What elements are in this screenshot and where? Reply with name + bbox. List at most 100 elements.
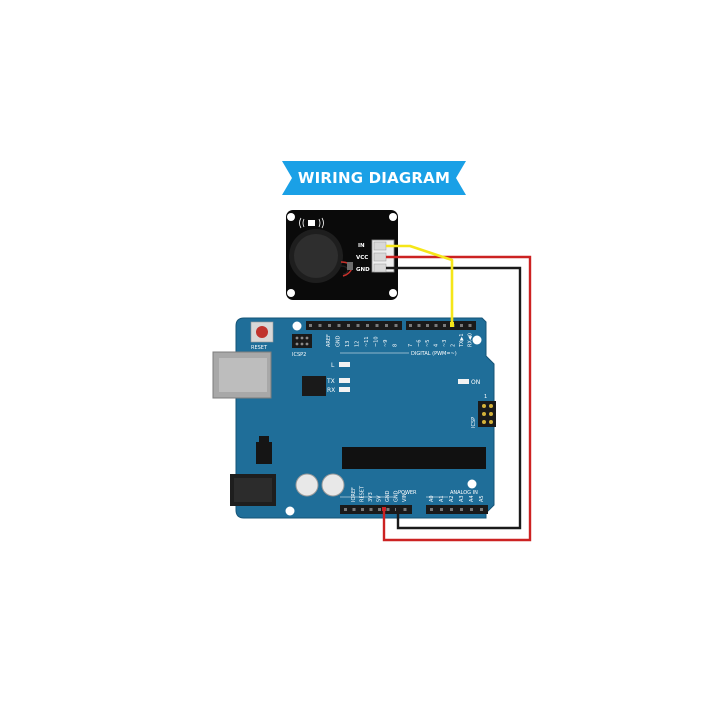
- banner-title: WIRING DIAGRAM: [297, 169, 451, 187]
- digital-header-label: DIGITAL (PWM=~): [411, 351, 457, 357]
- atmega-microcontroller: [342, 447, 486, 469]
- arduino-uno-board: RESET ICSP2 L TX RX ON 1 ICSP DIGITAL (P…: [212, 317, 496, 519]
- digital-pin-label: ~9: [383, 340, 389, 347]
- power-pin: [403, 508, 407, 511]
- icsp-pin1-label: 1: [484, 394, 487, 400]
- digital-pin: [394, 324, 398, 327]
- digital-pin: [318, 324, 322, 327]
- digital-pin-label: RX◀0: [468, 333, 474, 347]
- power-pin: [386, 508, 390, 511]
- vibration-icon: [299, 217, 324, 229]
- title-banner: WIRING DIAGRAM: [282, 161, 466, 195]
- digital-pin: [366, 324, 369, 327]
- mounting-hole: [472, 335, 482, 345]
- wire-end-5v: [382, 507, 386, 511]
- led-tx: [339, 378, 350, 383]
- module-component: [347, 262, 353, 270]
- analog-pin: [430, 508, 433, 511]
- vibration-motor-disk: [294, 234, 338, 278]
- capacitor: [321, 473, 345, 497]
- digital-pin: [434, 324, 438, 327]
- power-pin-label: 3V3: [368, 492, 374, 502]
- digital-pin: [375, 324, 379, 327]
- digital-pin-label: ~11: [364, 336, 370, 347]
- voltage-regulator-tab: [259, 436, 269, 442]
- analog-pin-label: A4: [469, 495, 475, 502]
- module-pin-label-vcc: VCC: [356, 255, 368, 261]
- digital-header-left: [306, 321, 402, 330]
- analog-pin: [440, 508, 443, 511]
- digital-pin: [409, 324, 412, 327]
- usb-connector-inner: [219, 358, 267, 392]
- analog-pin-label: A5: [479, 495, 485, 502]
- led-tx-label: TX: [326, 378, 335, 385]
- voltage-regulator: [256, 442, 272, 464]
- module-pin-label-in: IN: [358, 243, 365, 249]
- digital-pin: [337, 324, 341, 327]
- digital-pin-label: ~5: [425, 340, 431, 347]
- wire-vcc: [382, 255, 532, 542]
- power-pin-label: GND: [394, 490, 400, 502]
- reset-label: RESET: [251, 345, 268, 351]
- led-on: [458, 379, 469, 384]
- digital-pin-label: 2: [451, 344, 457, 347]
- digital-header: [306, 321, 476, 330]
- mounting-hole: [292, 321, 302, 331]
- vibration-motor-module: IN VCC GND: [286, 210, 398, 300]
- digital-pin-label: 7: [408, 344, 414, 347]
- power-pin: [361, 508, 364, 511]
- reset-button-cap[interactable]: [256, 326, 268, 338]
- analog-header-label: ANALOG IN: [450, 490, 478, 496]
- digital-pin: [417, 324, 421, 327]
- digital-pin-label: TX▶1: [459, 333, 465, 348]
- power-pin-label: GND: [385, 490, 391, 502]
- capacitor: [295, 473, 319, 497]
- analog-header: [426, 505, 488, 514]
- analog-pin-label: A3: [459, 495, 465, 502]
- wire-end-d3: [450, 322, 454, 327]
- analog-pin: [450, 508, 453, 511]
- power-pin-label: VIN: [402, 493, 408, 502]
- digital-pin: [347, 324, 350, 327]
- mounting-hole: [467, 479, 477, 489]
- digital-pin-label: ~6: [417, 340, 423, 347]
- dc-power-jack-inner: [234, 478, 272, 502]
- module-mount-hole: [389, 213, 397, 221]
- digital-header-right: [406, 321, 476, 330]
- power-pin-label: 5V: [377, 495, 383, 502]
- led-rx: [339, 387, 350, 392]
- module-mount-hole: [287, 213, 295, 221]
- led-rx-label: RX: [327, 387, 335, 394]
- analog-pin: [470, 508, 473, 511]
- analog-pin-label: A1: [439, 495, 445, 502]
- led-l: [339, 362, 350, 367]
- digital-pin-label: 4: [434, 344, 440, 347]
- power-pin-label: RESET: [360, 485, 366, 502]
- led-on-label: ON: [471, 379, 480, 386]
- power-header: [340, 505, 412, 514]
- module-mount-hole: [287, 289, 295, 297]
- power-pin: [378, 508, 381, 511]
- digital-pin: [328, 324, 331, 327]
- digital-pin: [309, 324, 312, 327]
- icsp-header: [478, 401, 496, 427]
- icsp2-label: ICSP2: [292, 352, 306, 358]
- power-header-label: POWER: [398, 490, 417, 496]
- analog-pin-label: A0: [429, 495, 435, 502]
- wire-gnd: [386, 266, 522, 530]
- wire-signal: [386, 244, 454, 326]
- icsp-label: ICSP: [471, 417, 477, 428]
- digital-pin-label: AREF: [326, 334, 332, 347]
- digital-pin: [443, 324, 446, 327]
- digital-pin-label: GND: [336, 335, 342, 347]
- led-l-label: L: [331, 362, 335, 369]
- power-pin: [344, 508, 347, 511]
- module-pin-label-gnd: GND: [356, 267, 370, 273]
- digital-pin: [460, 324, 463, 327]
- digital-pin: [385, 324, 388, 327]
- digital-pin: [468, 324, 472, 327]
